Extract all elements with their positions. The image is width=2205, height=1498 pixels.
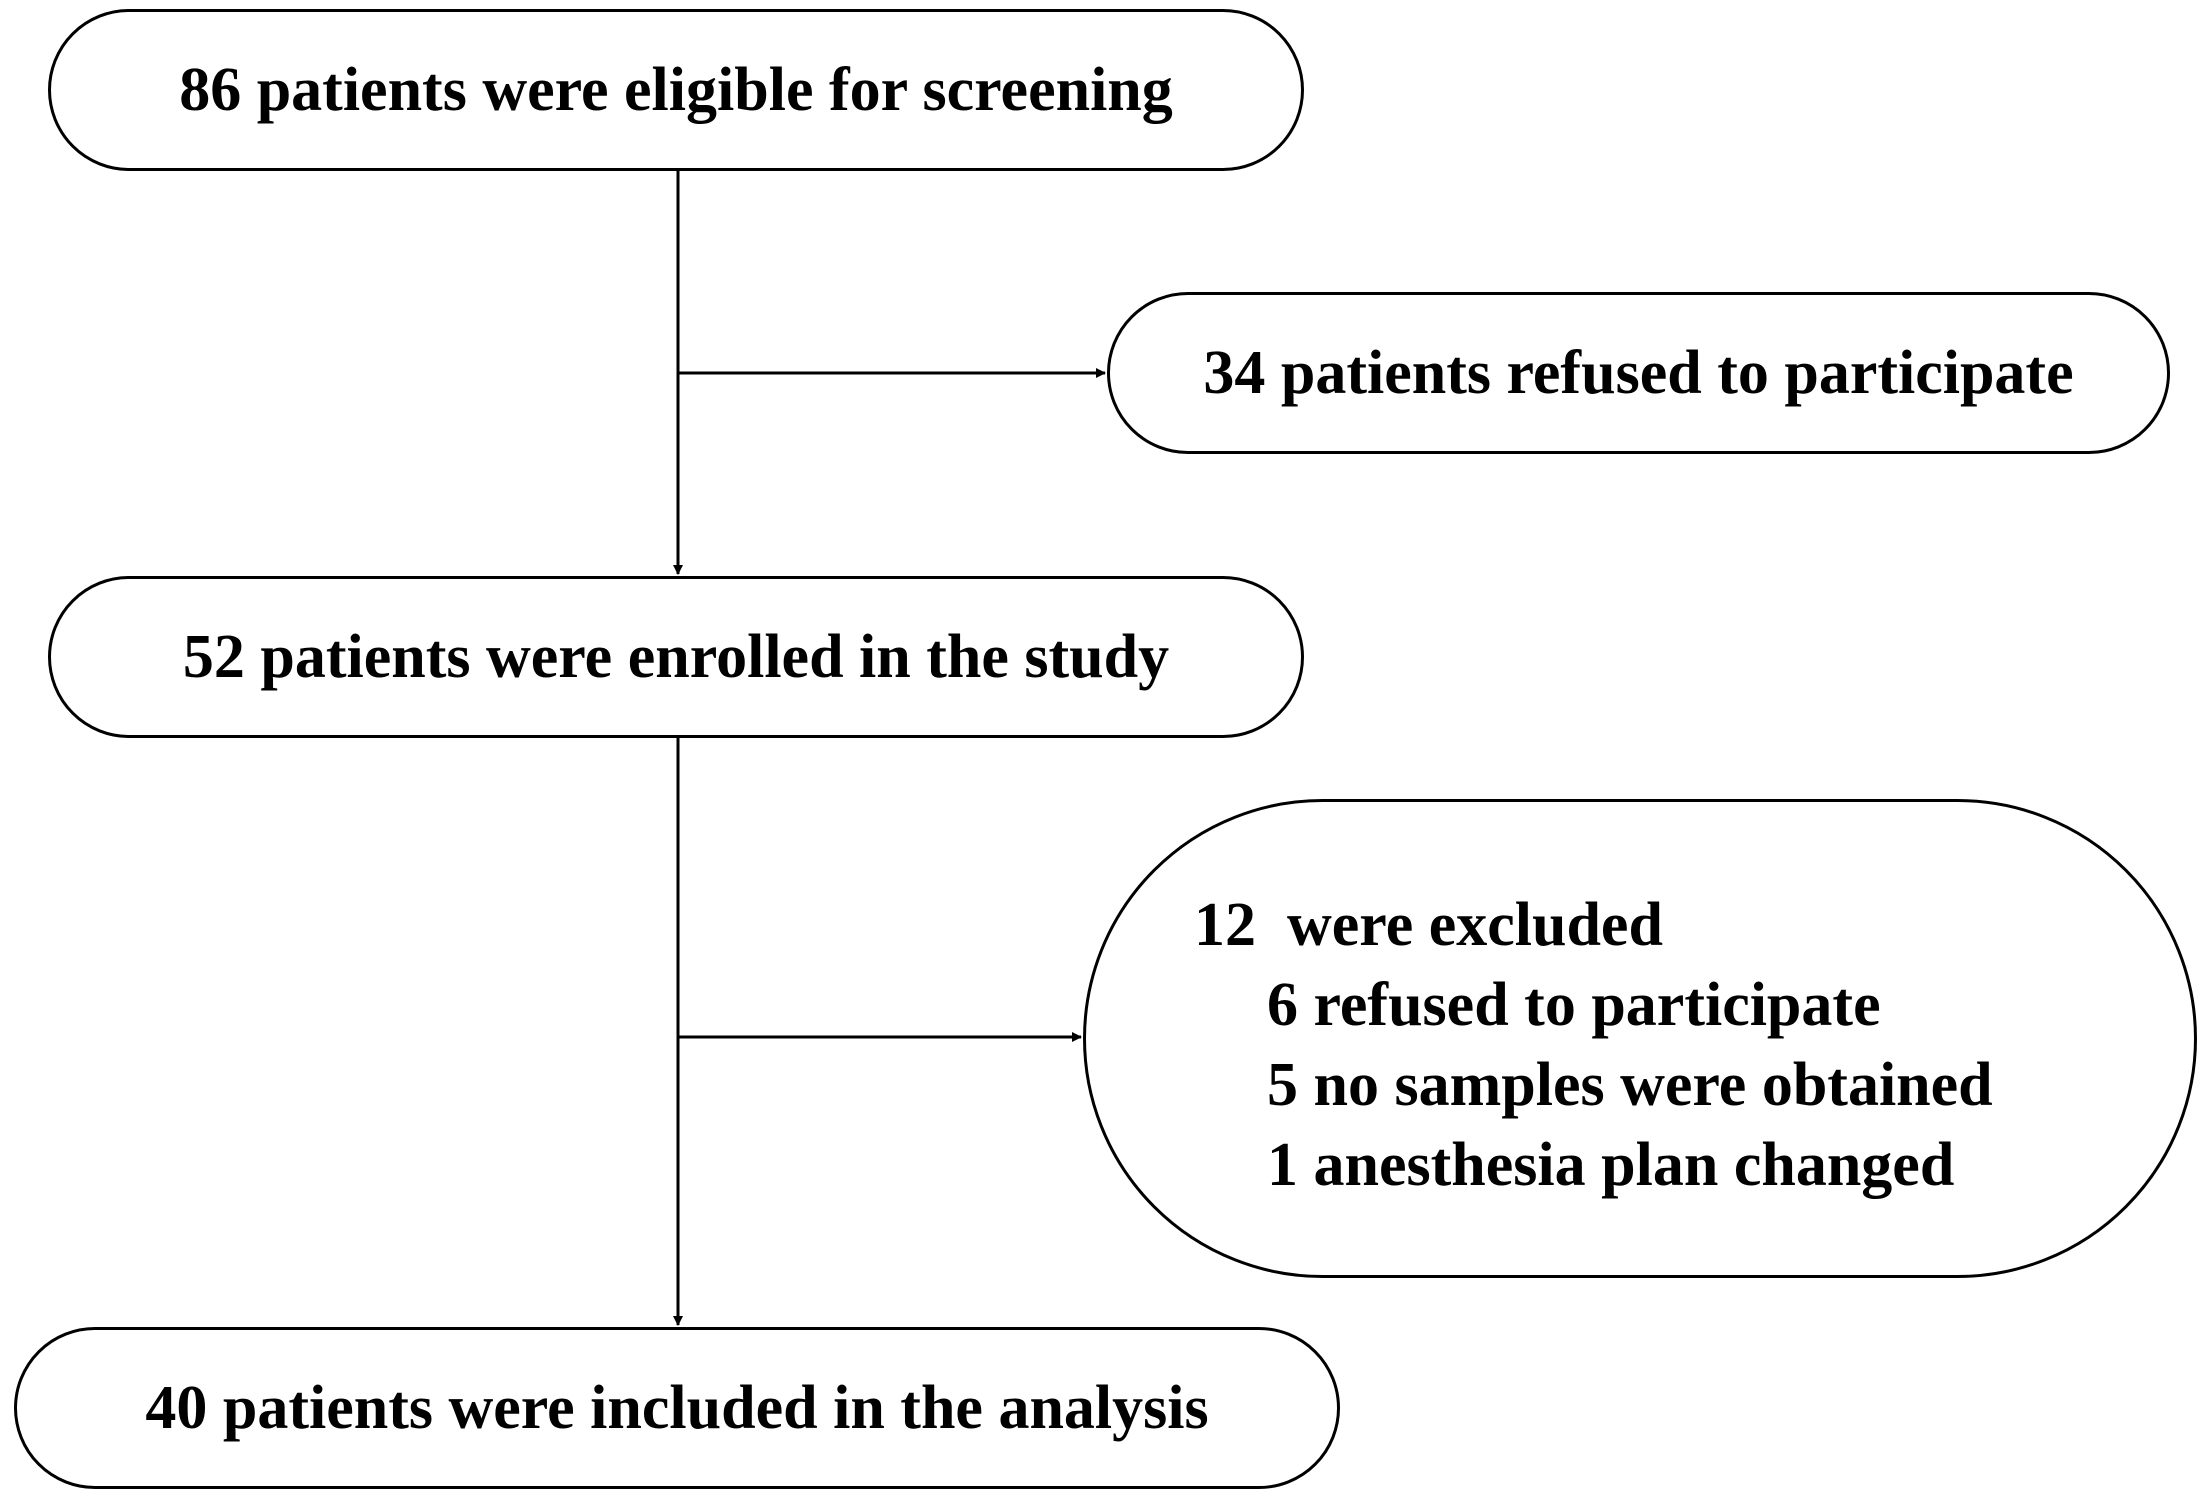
- excluded-reason: 5 no samples were obtained: [1267, 1051, 1993, 1119]
- excluded-heading: 12 were excluded: [1194, 891, 1663, 959]
- refused-label: 34 patients refused to participate: [1203, 339, 2074, 407]
- screening-box: 86 patients were eligible for screening: [48, 9, 1304, 171]
- analysis-box: 40 patients were included in the analysi…: [14, 1327, 1340, 1489]
- enrolled-box: 52 patients were enrolled in the study: [48, 576, 1304, 738]
- excluded-reason: 1 anesthesia plan changed: [1267, 1131, 1955, 1199]
- refused-box: 34 patients refused to participate: [1107, 292, 2170, 454]
- analysis-label: 40 patients were included in the analysi…: [145, 1374, 1209, 1442]
- enrolled-label: 52 patients were enrolled in the study: [182, 623, 1170, 691]
- excluded-box: 12 were excluded 6 refused to participat…: [1083, 799, 2197, 1278]
- screening-label: 86 patients were eligible for screening: [179, 56, 1173, 124]
- excluded-reason: 6 refused to participate: [1267, 971, 1881, 1039]
